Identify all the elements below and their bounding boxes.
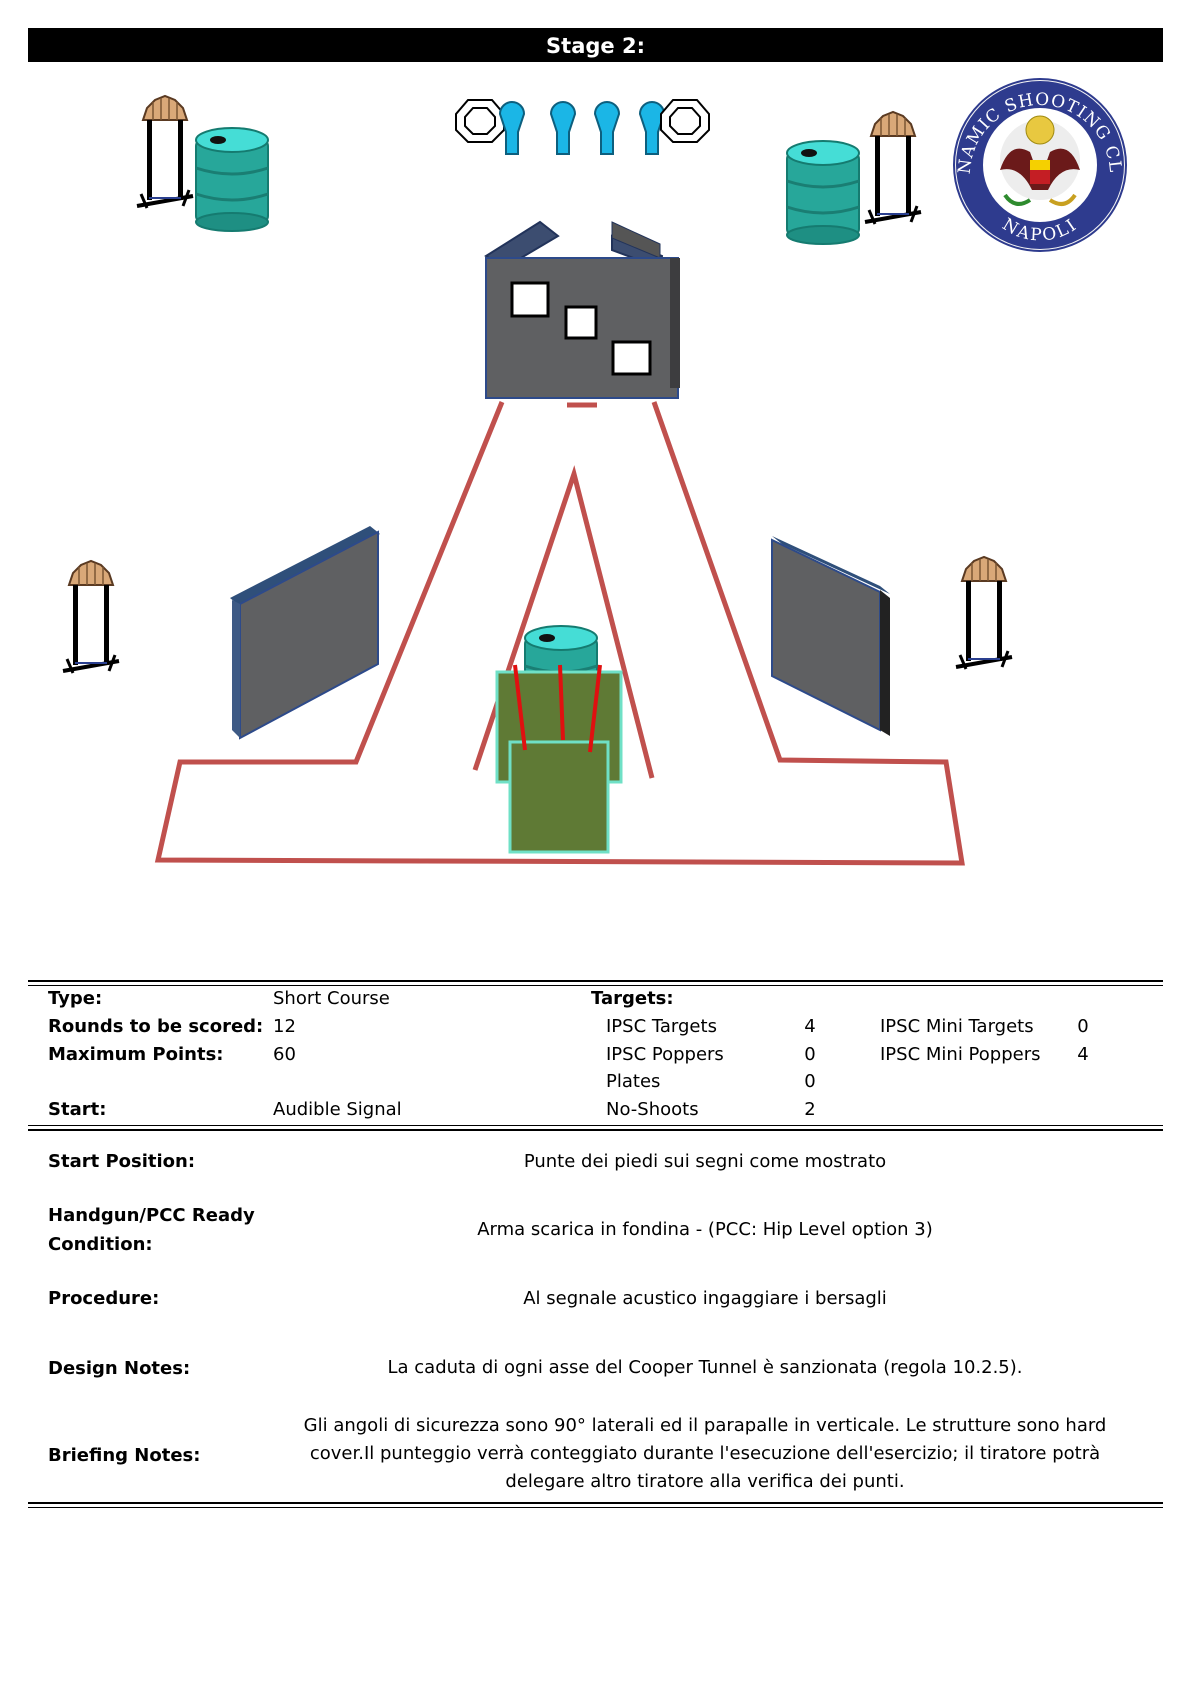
ready-condition-label-2: Condition: [48,1234,153,1255]
cooper-tunnel [495,624,623,854]
target-count-ipsc: 4 [804,1016,816,1037]
details-bottom-rule-2 [28,1507,1163,1508]
info-mid-rule [28,1125,1163,1126]
barrel-top-left [194,126,270,233]
start-position-value: Punte dei piedi sui segni come mostrato [523,1151,887,1172]
briefing-notes-line-2: cover.Il punteggio verrà conteggiato dur… [309,1443,1101,1464]
target-stand-mid-left [61,559,121,675]
briefing-notes-label: Briefing Notes: [48,1445,201,1466]
rounds-label: Rounds to be scored: [48,1016,264,1037]
target-count-noshoots: 2 [804,1099,816,1120]
stage-diagram: DYNAMIC SHOOTING CLUB NAPOLI [0,70,1127,866]
procedure-label: Procedure: [48,1288,160,1309]
procedure-value: Al segnale acustico ingaggiare i bersagl… [523,1288,887,1309]
design-notes-value: La caduta di ogni asse del Cooper Tunnel… [387,1357,1023,1378]
mini-popper-plate-left [455,99,505,143]
target-name-noshoots: No-Shoots [606,1099,699,1120]
info-top-rule-2 [28,985,1163,986]
target-stand-top-right [863,110,923,226]
mini-popper-count: 4 [1077,1044,1089,1065]
start-label: Start: [48,1099,107,1120]
mini-popper-3 [594,101,620,155]
target-stand-mid-right [954,555,1014,671]
ready-condition-value: Arma scarica in fondina - (PCC: Hip Leve… [477,1219,933,1240]
rounds-value: 12 [273,1016,296,1037]
start-position-label: Start Position: [48,1151,196,1172]
mini-popper-2 [550,101,576,155]
mini-popper-name: IPSC Mini Poppers [880,1044,1041,1065]
side-wall-left [230,526,380,740]
mini-popper-plate-right [660,99,710,143]
ready-condition-label-1: Handgun/PCC Ready [48,1205,255,1226]
mini-target-count: 0 [1077,1016,1089,1037]
target-count-poppers: 0 [804,1044,816,1065]
type-value: Short Course [273,988,390,1009]
target-name-poppers: IPSC Poppers [606,1044,724,1065]
target-name-ipsc: IPSC Targets [606,1016,717,1037]
target-name-plates: Plates [606,1071,661,1092]
briefing-notes-line-3: delegare altro tiratore alla verifica de… [505,1471,905,1492]
type-label: Type: [48,988,103,1009]
barrel-top-right [785,139,861,246]
info-mid-rule-2 [28,1129,1163,1131]
targets-label: Targets: [591,988,674,1009]
target-stand-top-left [135,94,195,210]
mini-target-name: IPSC Mini Targets [880,1016,1034,1037]
max-points-label: Maximum Points: [48,1044,224,1065]
details-bottom-rule [28,1502,1163,1504]
briefing-notes-line-1: Gli angoli di sicurezza sono 90° lateral… [303,1415,1107,1436]
target-count-plates: 0 [804,1071,816,1092]
info-top-rule [28,980,1163,982]
start-value: Audible Signal [273,1099,402,1120]
design-notes-label: Design Notes: [48,1358,191,1379]
side-wall-right [771,536,890,736]
central-wall [484,220,680,399]
stage-title: Stage 2: [28,28,1163,62]
max-points-value: 60 [273,1044,296,1065]
